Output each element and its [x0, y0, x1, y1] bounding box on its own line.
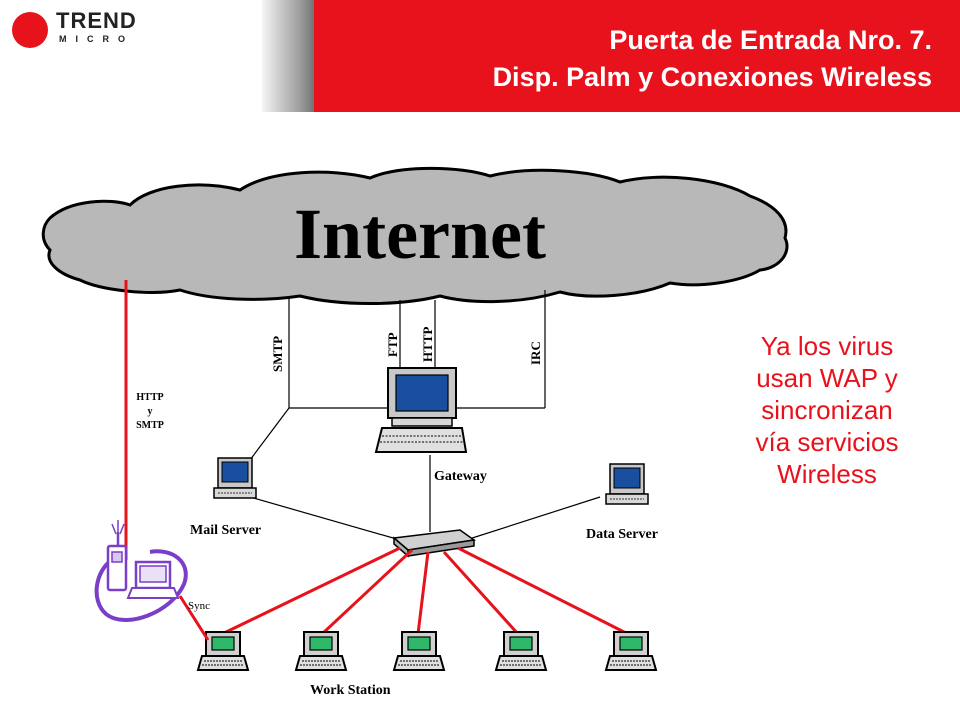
workstation-3-icon: [393, 631, 445, 671]
side-note-line3: sincronizan: [761, 395, 893, 425]
ftp-label: FTP: [385, 332, 400, 357]
workstation-4-icon: [495, 631, 547, 671]
sync-label: Sync: [188, 600, 210, 612]
wireless-label-line2: y: [148, 406, 153, 417]
wireless-label-line3: SMTP: [136, 420, 164, 431]
logo-word: TREND: [56, 8, 137, 33]
logo-circle-icon: [12, 12, 48, 48]
slide-title-line2: Disp. Palm y Conexiones Wireless: [492, 62, 932, 92]
irc-label: IRC: [528, 341, 543, 365]
workstation-links: [221, 546, 629, 636]
header-red-panel: [314, 0, 960, 112]
mail-server-icon: [213, 457, 257, 499]
internet-cloud: [41, 166, 789, 305]
palm-device-icon: [94, 520, 188, 622]
data-server-icon: [605, 463, 649, 505]
wireless-label-line1: HTTP: [136, 392, 163, 403]
workstation-5-icon: [605, 631, 657, 671]
side-note-line5: Wireless: [777, 459, 877, 489]
network-hub-icon: [392, 529, 476, 558]
slide-title: Puerta de Entrada Nro. 7. Disp. Palm y C…: [493, 22, 932, 96]
slide-title-line1: Puerta de Entrada Nro. 7.: [609, 25, 932, 55]
cloud-label: Internet: [294, 194, 546, 274]
side-note-line2: usan WAP y: [756, 363, 898, 393]
logo-sub: MICRO: [59, 34, 134, 44]
http-label: HTTP: [420, 327, 435, 362]
side-note-line4: vía servicios: [755, 427, 899, 457]
gateway-label: Gateway: [434, 469, 487, 484]
mail-server-label: Mail Server: [190, 523, 261, 538]
trend-micro-logo: TREND MICRO: [12, 10, 142, 50]
side-note: Ya los virus usan WAP y sincronizan vía …: [712, 330, 942, 490]
smtp-label: SMTP: [270, 336, 285, 372]
side-note-line1: Ya los virus: [760, 331, 894, 361]
workstation-label: Work Station: [310, 683, 391, 698]
sync-link: [178, 595, 210, 641]
workstation-2-icon: [295, 631, 347, 671]
header-band: Puerta de Entrada Nro. 7. Disp. Palm y C…: [0, 0, 960, 112]
gateway-computer-icon: [374, 367, 468, 453]
data-server-label: Data Server: [586, 527, 658, 542]
